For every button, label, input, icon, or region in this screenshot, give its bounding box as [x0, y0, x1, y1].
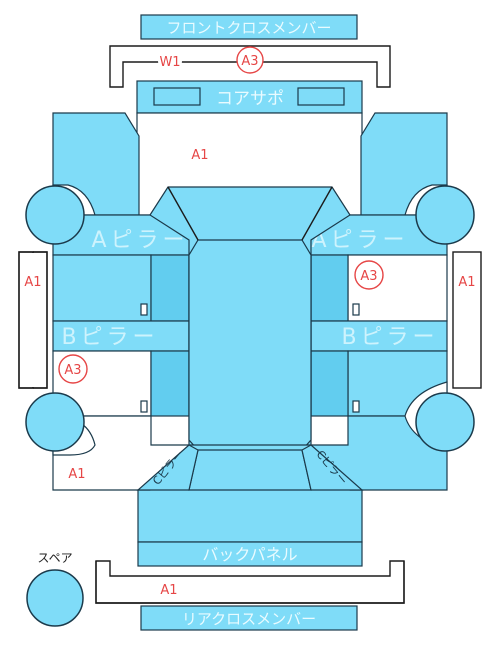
right-front-rocker	[310, 254, 349, 322]
left-front-door-handle	[140, 303, 148, 316]
spare-tire[interactable]	[26, 569, 84, 627]
a3-left-door-marker: A3	[64, 363, 81, 378]
a3-right-door-circle	[354, 260, 384, 290]
a1-rear-marker: A1	[160, 583, 177, 598]
rear-frame-mask	[97, 577, 403, 602]
left-side-frame-box	[18, 251, 48, 389]
roof-inner	[188, 239, 312, 451]
b-pillar-right-label: Bピラー	[341, 325, 438, 350]
a1-left-side-marker: A1	[24, 275, 41, 290]
a3-front-circle	[236, 46, 264, 74]
a1-left-rear-marker: A1	[68, 467, 85, 482]
c-pillar-left	[136, 444, 199, 491]
front-cross-member[interactable]	[140, 14, 358, 40]
b-pillar-left[interactable]	[52, 320, 190, 352]
left-side-frame-mask	[20, 253, 46, 387]
left-front-rocker	[150, 254, 190, 322]
rear-window	[188, 449, 312, 491]
spare-label: スペア	[37, 551, 72, 565]
front-frame	[109, 45, 391, 88]
a3-left-door-circle	[58, 354, 88, 384]
right-rear-door-handle	[352, 400, 360, 413]
back-panel-label: バックパネル	[202, 545, 297, 564]
windshield-right-edge	[301, 186, 333, 241]
c-pillar-right	[301, 444, 364, 491]
right-rear-rocker	[310, 350, 349, 417]
core-support-left-light	[153, 87, 201, 106]
right-side-frame-box	[452, 251, 482, 389]
a3-right-door-marker: A3	[360, 269, 377, 284]
left-front-door[interactable]	[52, 254, 152, 322]
w1-marker-bg	[158, 49, 182, 73]
front-cross-member-label: フロントクロスメンバー	[166, 19, 331, 37]
core-support-right-light	[297, 87, 345, 106]
right-side-frame-mask	[454, 253, 480, 387]
b-pillar-left-label: Bピラー	[61, 325, 158, 350]
windshield-left-edge	[167, 186, 199, 241]
core-support-label: コアサポ	[216, 89, 284, 109]
a3-front-marker: A3	[241, 54, 258, 69]
rear-frame-edge	[95, 561, 405, 604]
left-rear-door-handle	[140, 400, 148, 413]
left-rear-wheel[interactable]	[25, 392, 85, 452]
left-front-wheel[interactable]	[25, 185, 85, 245]
a1-right-side-marker: A1	[458, 275, 475, 290]
a-pillar-right-label: Aピラー	[311, 228, 408, 253]
left-rear-rocker	[150, 350, 190, 417]
rear-cross-member[interactable]	[140, 605, 358, 631]
rear-cross-member-label: リアクロスメンバー	[182, 610, 316, 628]
right-front-door-handle	[352, 303, 360, 316]
right-rear-wheel[interactable]	[415, 392, 475, 452]
w1-front-marker: W1	[159, 55, 180, 70]
a-pillar-left-label: Aピラー	[91, 228, 188, 253]
a1-front-marker: A1	[191, 148, 208, 163]
right-front-wheel[interactable]	[415, 185, 475, 245]
back-panel[interactable]	[137, 541, 363, 567]
